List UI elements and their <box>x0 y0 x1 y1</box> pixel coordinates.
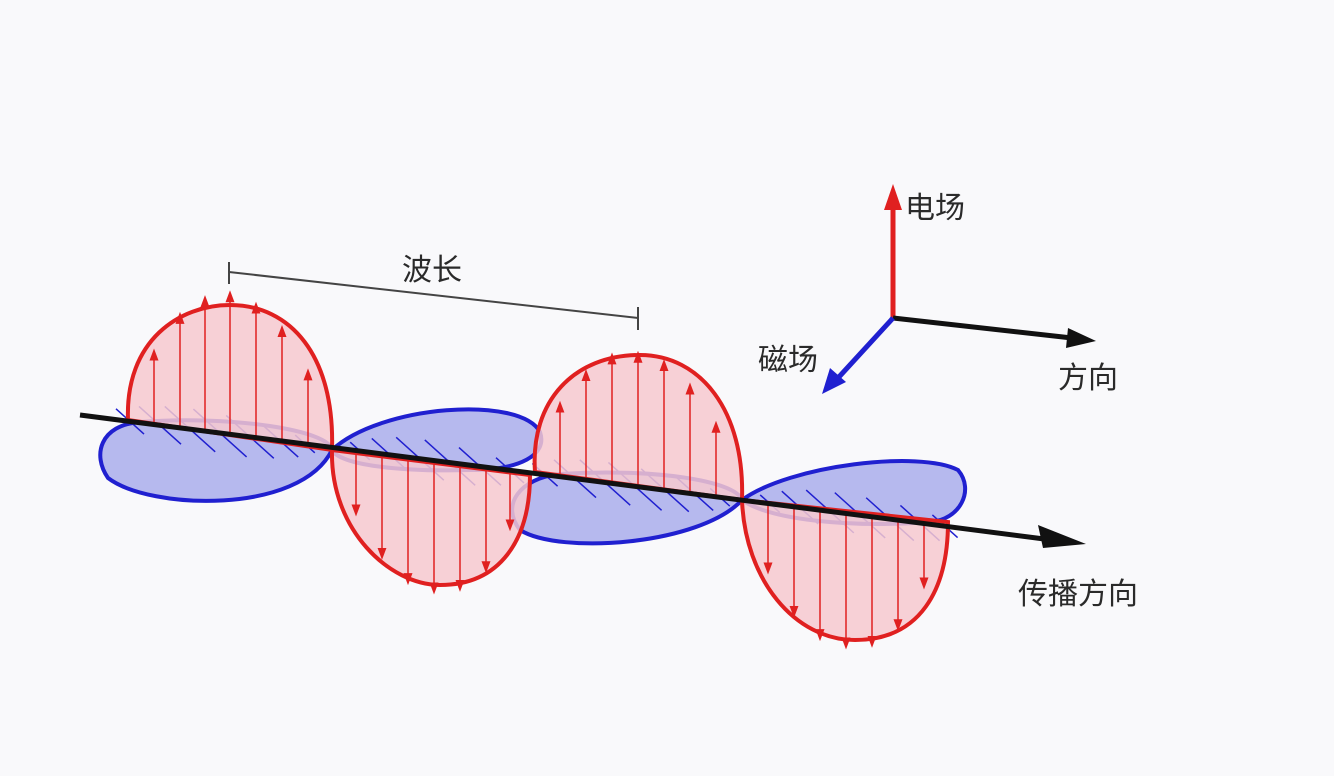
direction-axis-arrowhead <box>1066 328 1096 348</box>
propagation-axis <box>79 412 1086 548</box>
direction-axis <box>892 315 1073 341</box>
magnetic-axis-arrowhead <box>822 368 846 394</box>
propagation-arrowhead <box>1038 525 1086 548</box>
wavelength-label: 波长 <box>402 253 462 288</box>
electric-axis-arrowhead <box>884 184 902 210</box>
electric-field-label: 电场 <box>905 191 965 226</box>
magnetic-field-label: 磁场 <box>758 343 818 378</box>
magnetic-axis <box>836 316 895 380</box>
direction-label: 方向 <box>1058 361 1118 396</box>
propagation-direction-label: 传播方向 <box>1018 577 1138 612</box>
electric-field-wave <box>125 290 951 650</box>
wavelength-bracket <box>228 262 639 330</box>
axes-legend <box>822 184 1096 394</box>
